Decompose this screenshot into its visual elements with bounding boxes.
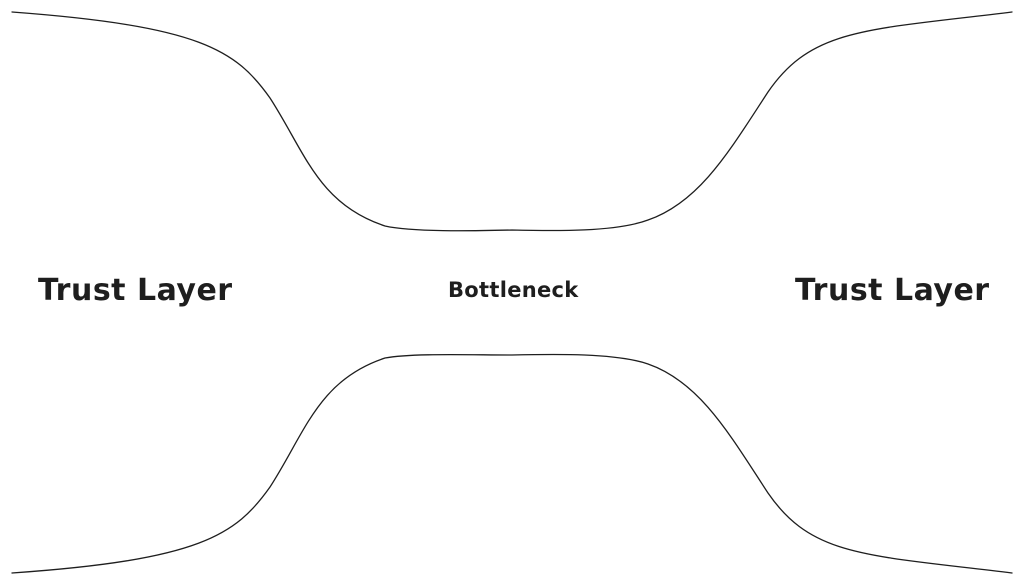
left-trust-layer-label: Trust Layer bbox=[38, 273, 233, 308]
right-trust-layer-label: Trust Layer bbox=[795, 273, 990, 308]
bottom-funnel-curve bbox=[11, 353, 1013, 574]
top-funnel-curve bbox=[11, 11, 1013, 232]
bottleneck-label: Bottleneck bbox=[448, 278, 579, 302]
